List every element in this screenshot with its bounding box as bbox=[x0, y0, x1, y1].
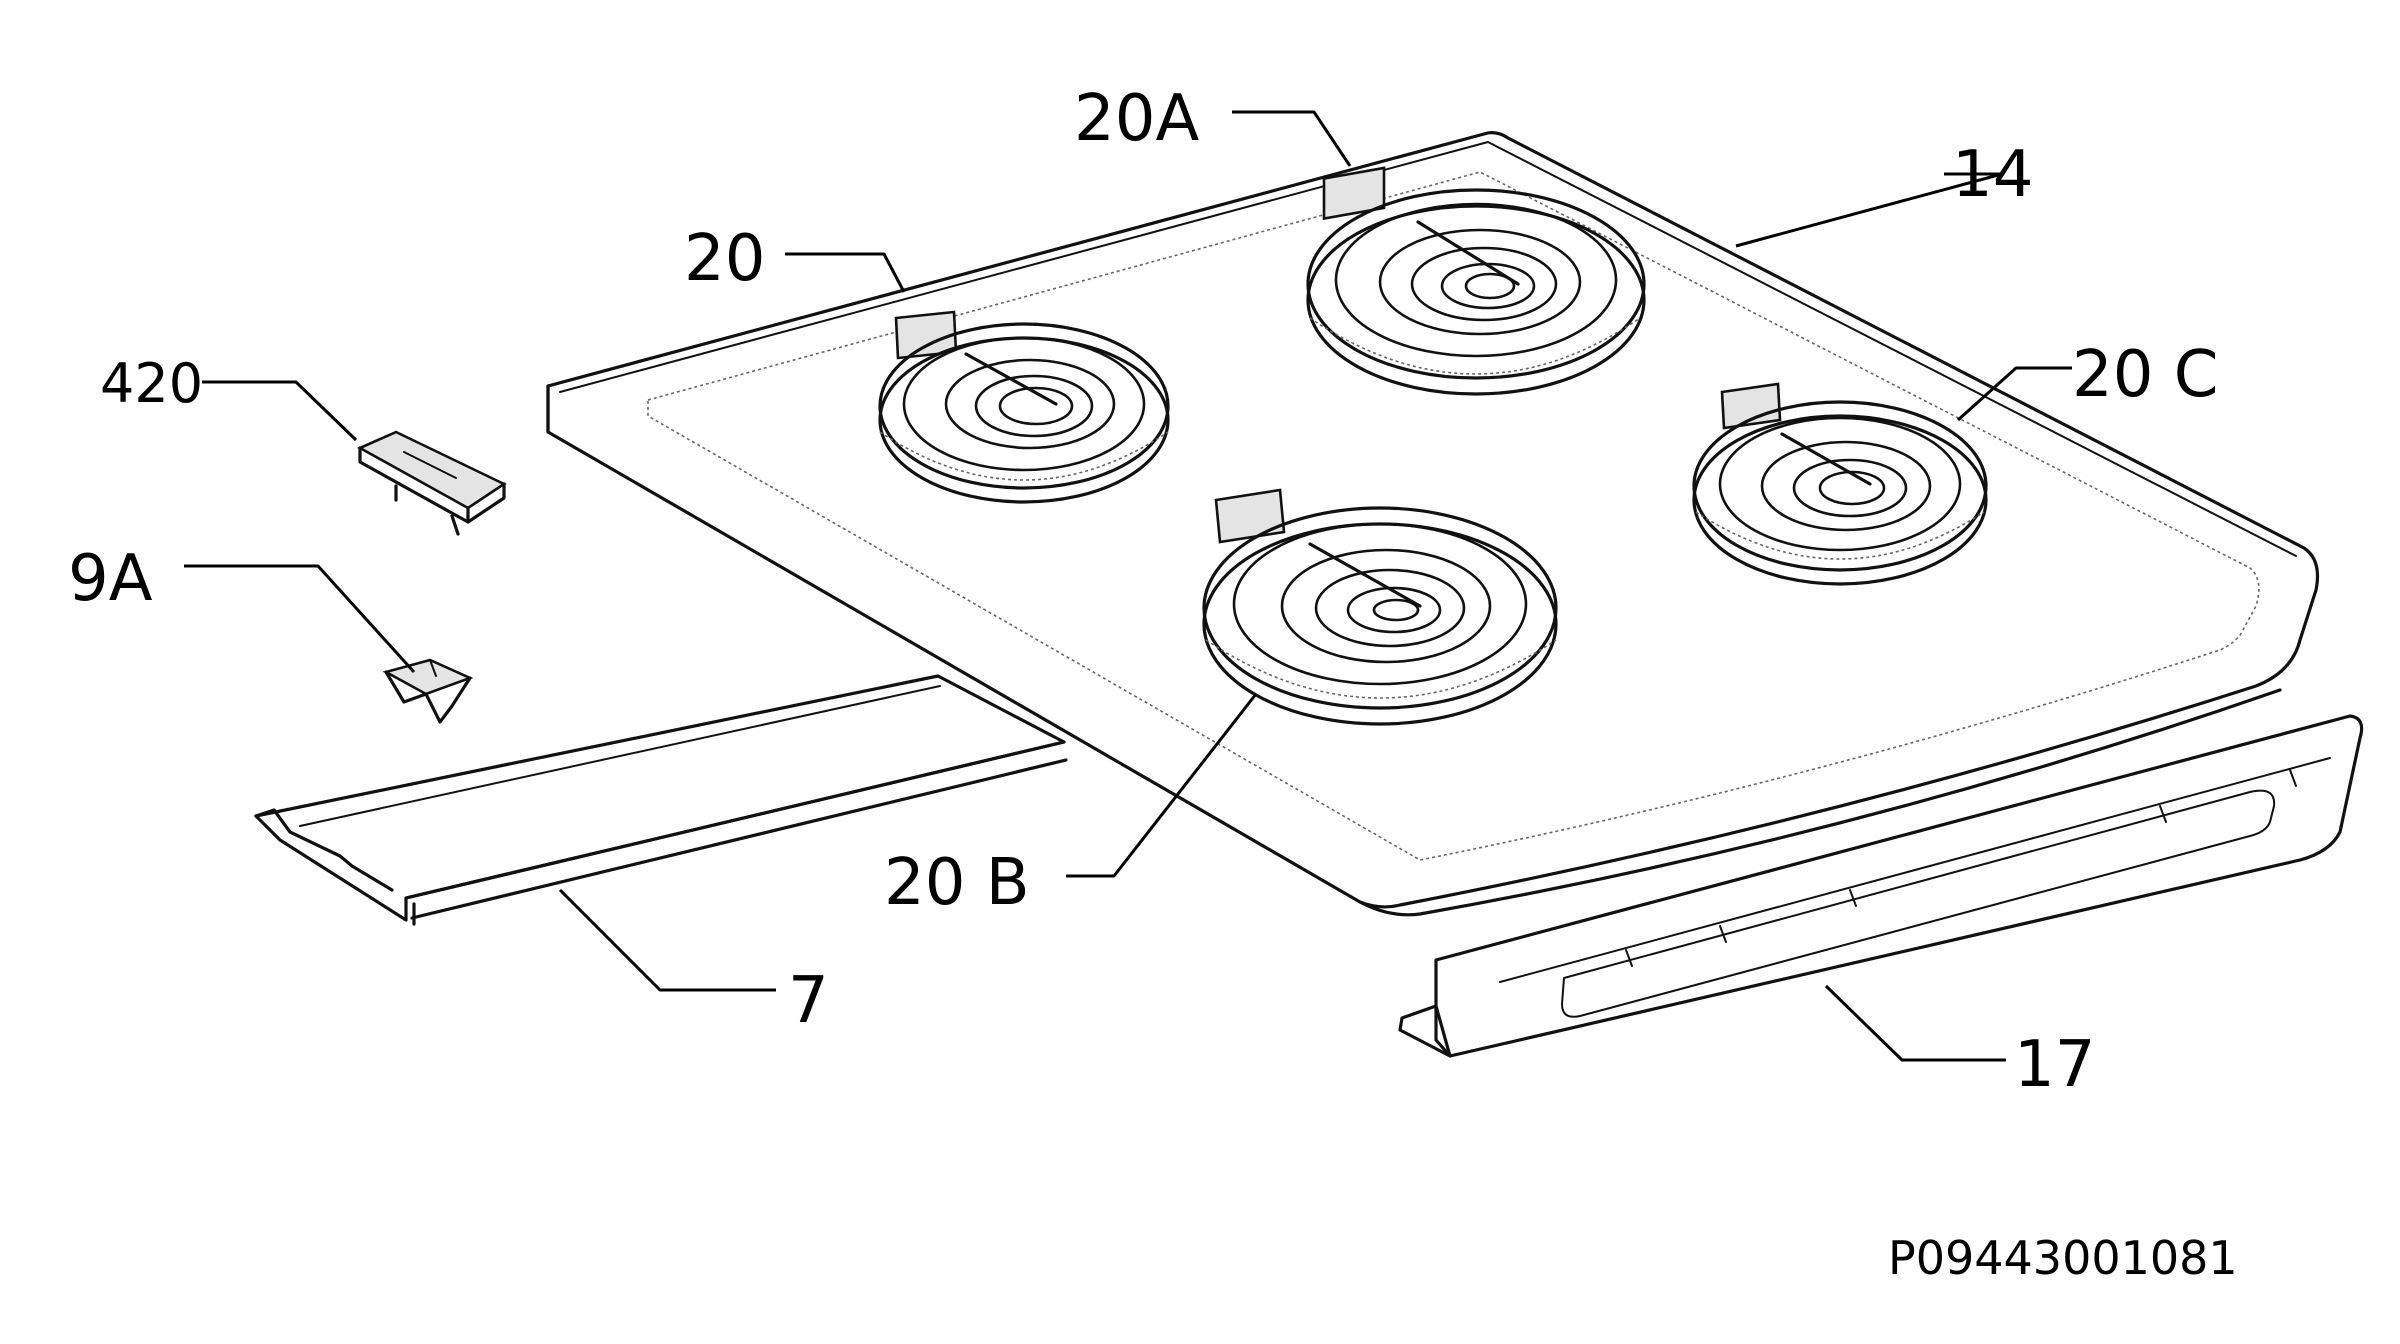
callout-9a: 9A bbox=[68, 542, 153, 616]
leader-7 bbox=[558, 888, 776, 992]
heating-element-20b bbox=[1202, 488, 1558, 726]
heating-element-20 bbox=[878, 310, 1170, 504]
leader-lines bbox=[184, 110, 2072, 1062]
leader-17 bbox=[1824, 984, 2006, 1062]
callout-420: 420 bbox=[100, 352, 203, 415]
callout-20a: 20A bbox=[1074, 82, 1199, 156]
leader-20 bbox=[785, 252, 906, 293]
leader-14 bbox=[1735, 172, 2004, 248]
callout-20b: 20 B bbox=[884, 846, 1030, 920]
diagram-reference-code: P09443001081 bbox=[1888, 1231, 2238, 1285]
part-17-front-trim bbox=[1398, 714, 2364, 1058]
callout-7: 7 bbox=[788, 964, 829, 1038]
leader-20b bbox=[1066, 693, 1258, 878]
part-7-rail bbox=[254, 674, 1068, 926]
heating-element-20a bbox=[1306, 166, 1646, 396]
part-9a-clip bbox=[382, 658, 474, 724]
callout-14: 14 bbox=[1952, 138, 2033, 212]
heating-element-20c bbox=[1692, 382, 1988, 586]
part-420-clip bbox=[357, 430, 507, 536]
callout-20c: 20 C bbox=[2072, 338, 2218, 412]
leader-20a bbox=[1232, 110, 1352, 167]
leader-20c bbox=[1956, 366, 2072, 422]
callout-20: 20 bbox=[684, 222, 765, 296]
callout-17: 17 bbox=[2014, 1028, 2095, 1102]
leader-420 bbox=[202, 380, 358, 442]
leader-9a bbox=[184, 564, 416, 674]
